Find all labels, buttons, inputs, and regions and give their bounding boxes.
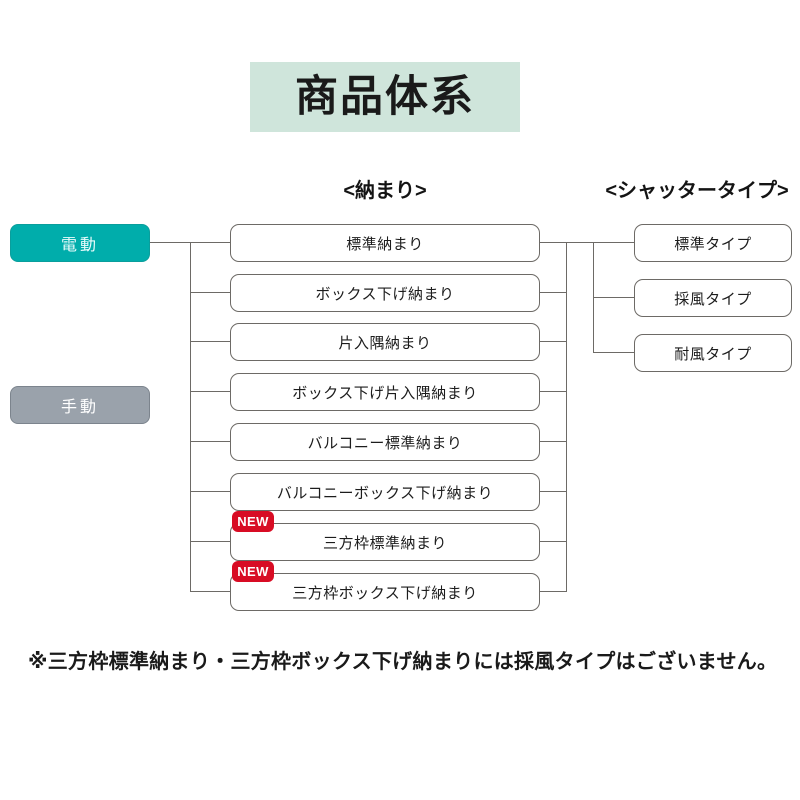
- new-badge-label: NEW: [237, 514, 269, 529]
- connector-right-stub: [540, 441, 567, 443]
- column-header-shutter: <シャッタータイプ>: [605, 180, 789, 202]
- nawamari-box-8-label: 三方枠ボックス下げ納まり: [292, 584, 478, 602]
- connector-right-stub: [540, 292, 567, 294]
- page-title: 商品体系: [295, 72, 475, 121]
- new-badge-label: NEW: [237, 564, 269, 579]
- nawamari-box-5[interactable]: バルコニー標準納まり: [230, 423, 540, 461]
- connector-left-stub: [190, 441, 230, 443]
- connector-left-stub: [190, 491, 230, 493]
- shutter-box-2-label: 採風タイプ: [674, 290, 752, 308]
- root-node-dendou-label: 電動: [60, 237, 99, 254]
- connector-shutter-stub: [593, 352, 634, 354]
- nawamari-box-8[interactable]: 三方枠ボックス下げ納まり: [230, 573, 540, 611]
- root-node-shudou[interactable]: 手動: [10, 386, 150, 424]
- nawamari-box-2[interactable]: ボックス下げ納まり: [230, 274, 540, 312]
- nawamari-box-3[interactable]: 片入隅納まり: [230, 323, 540, 361]
- column-header-nawamari: <納まり>: [343, 180, 427, 202]
- new-badge-nawamari-8: NEW: [232, 561, 274, 582]
- connector-right-stub: [540, 391, 567, 393]
- nawamari-box-1[interactable]: 標準納まり: [230, 224, 540, 262]
- nawamari-box-7-label: 三方枠標準納まり: [322, 534, 447, 552]
- nawamari-box-3-label: 片入隅納まり: [338, 334, 432, 352]
- footer-note: ※三方枠標準納まり・三方枠ボックス下げ納まりには採風タイプはございません。: [28, 651, 778, 673]
- connector-collector-to-shutter: [566, 242, 594, 244]
- shutter-box-2[interactable]: 採風タイプ: [634, 279, 792, 317]
- shutter-box-3[interactable]: 耐風タイプ: [634, 334, 792, 372]
- connector-right-stub: [540, 341, 567, 343]
- connector-right-stub: [540, 541, 567, 543]
- title-banner: 商品体系: [250, 62, 520, 132]
- nawamari-box-1-label: 標準納まり: [346, 235, 424, 253]
- nawamari-box-4-label: ボックス下げ片入隅納まり: [292, 384, 478, 402]
- nawamari-box-4[interactable]: ボックス下げ片入隅納まり: [230, 373, 540, 411]
- root-node-shudou-label: 手動: [60, 399, 99, 416]
- shutter-box-3-label: 耐風タイプ: [674, 345, 752, 363]
- connector-left-stub: [190, 591, 230, 593]
- nawamari-box-2-label: ボックス下げ納まり: [315, 285, 455, 303]
- connector-right-stub: [540, 591, 567, 593]
- connector-left-stub: [190, 391, 230, 393]
- connector-shutter-stub: [593, 297, 634, 299]
- nawamari-box-7[interactable]: 三方枠標準納まり: [230, 523, 540, 561]
- new-badge-nawamari-7: NEW: [232, 511, 274, 532]
- root-node-dendou[interactable]: 電動: [10, 224, 150, 262]
- nawamari-box-5-label: バルコニー標準納まり: [307, 434, 463, 452]
- nawamari-box-6[interactable]: バルコニーボックス下げ納まり: [230, 473, 540, 511]
- connector-left-trunk: [190, 242, 192, 591]
- connector-left-stub: [190, 541, 230, 543]
- connector-left-stub: [190, 292, 230, 294]
- nawamari-box-6-label: バルコニーボックス下げ納まり: [276, 484, 494, 502]
- connector-shutter-stub: [593, 242, 634, 244]
- connector-collector-trunk: [566, 242, 568, 591]
- shutter-box-1-label: 標準タイプ: [674, 235, 752, 253]
- connector-left-stub: [190, 341, 230, 343]
- connector-right-stub: [540, 491, 567, 493]
- shutter-box-1[interactable]: 標準タイプ: [634, 224, 792, 262]
- connector-right-stub: [540, 242, 567, 244]
